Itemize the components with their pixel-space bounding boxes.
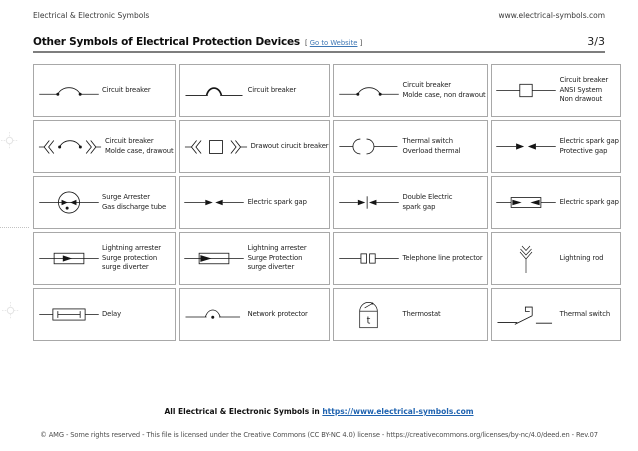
circuit-breaker-arc-dots-icon bbox=[34, 81, 100, 100]
thermal-switch-overload-icon bbox=[334, 136, 400, 157]
symbol-cell: Electric spark gap bbox=[178, 176, 331, 229]
circuit-breaker-arc-thick-icon bbox=[180, 81, 246, 100]
electric-spark-gap-icon bbox=[180, 193, 246, 212]
footer-line: All Electrical & Electronic Symbols in h… bbox=[0, 407, 638, 416]
bracket-close: ] bbox=[357, 39, 363, 47]
circuit-breaker-arc-dots-icon bbox=[334, 81, 400, 100]
footer-website-link[interactable]: https://www.electrical-symbols.com bbox=[322, 407, 474, 416]
symbol-label: Delay bbox=[102, 309, 121, 318]
symbol-label: Circuit breaker bbox=[247, 85, 297, 94]
lightning-arrester-wedge-icon bbox=[180, 249, 246, 268]
symbol-cell: Electric spark gap bbox=[490, 176, 621, 229]
symbol-label: Thermal switch bbox=[559, 309, 611, 318]
symbol-label: Circuit breaker bbox=[102, 85, 151, 94]
symbol-cell: Network protector bbox=[178, 288, 331, 341]
telephone-line-protector-icon bbox=[334, 249, 400, 268]
lightning-arrester-shaft-icon bbox=[34, 249, 100, 268]
page-header: Electrical & Electronic Symbols www.elec… bbox=[33, 11, 605, 20]
registration-dotted-line bbox=[0, 227, 29, 228]
symbol-label: Telephone line protector bbox=[402, 253, 483, 262]
thermostat-icon: t bbox=[334, 298, 400, 331]
symbol-label: Drawout cirucit breaker bbox=[250, 141, 329, 150]
page-number: 3/3 bbox=[587, 35, 605, 48]
title-divider bbox=[33, 51, 605, 53]
thermal-switch-icon bbox=[492, 299, 558, 330]
registration-mark bbox=[1, 132, 18, 149]
symbol-cell: Circuit breaker bbox=[33, 64, 176, 117]
symbol-label: Electric spark gap bbox=[247, 197, 307, 206]
bracket-open: [ bbox=[304, 39, 310, 47]
symbol-label: Network protector bbox=[247, 309, 308, 318]
circuit-breaker-drawout-molde-icon bbox=[34, 136, 103, 158]
symbol-label: Thermostat bbox=[402, 309, 441, 318]
go-to-website-wrap: [ Go to Website ] bbox=[305, 39, 362, 47]
electric-spark-gap-protective-icon bbox=[492, 137, 558, 156]
go-to-website-link[interactable]: Go to Website bbox=[309, 39, 358, 47]
header-left-text: Electrical & Electronic Symbols bbox=[33, 11, 150, 20]
circuit-breaker-ansi-square-icon bbox=[492, 81, 558, 100]
registration-mark bbox=[2, 302, 19, 319]
drawout-circuit-breaker-icon bbox=[180, 136, 249, 158]
symbol-cell: Drawout cirucit breaker bbox=[178, 120, 331, 173]
symbols-grid: Circuit breaker Circuit breaker Circuit … bbox=[33, 64, 621, 341]
electric-spark-gap-box-icon bbox=[492, 193, 558, 212]
symbol-label: Electric spark gap bbox=[559, 197, 619, 206]
network-protector-icon bbox=[180, 305, 246, 324]
double-electric-spark-gap-icon bbox=[334, 193, 400, 212]
page-title: Other Symbols of Electrical Protection D… bbox=[33, 36, 300, 48]
symbol-cell: Circuit breaker bbox=[178, 64, 331, 117]
lightning-rod-icon bbox=[492, 244, 558, 274]
title-row: Other Symbols of Electrical Protection D… bbox=[33, 35, 605, 48]
symbol-label: Lightning rod bbox=[559, 253, 604, 262]
symbol-cell: Thermal switch bbox=[490, 288, 621, 341]
symbol-cell: t Thermostat bbox=[333, 288, 488, 341]
surge-arrester-gas-tube-icon bbox=[34, 190, 100, 215]
symbol-cell: Delay bbox=[33, 288, 176, 341]
symbol-cell: Telephone line protector bbox=[333, 232, 488, 285]
copyright-line: © AMG - Some rights reserved - This file… bbox=[40, 431, 598, 439]
header-right-url: www.electrical-symbols.com bbox=[498, 11, 605, 20]
symbol-cell: Lightning rod bbox=[490, 232, 621, 285]
footer-prefix: All Electrical & Electronic Symbols in bbox=[164, 407, 323, 416]
delay-icon bbox=[34, 305, 100, 324]
svg-text:t: t bbox=[367, 315, 371, 326]
